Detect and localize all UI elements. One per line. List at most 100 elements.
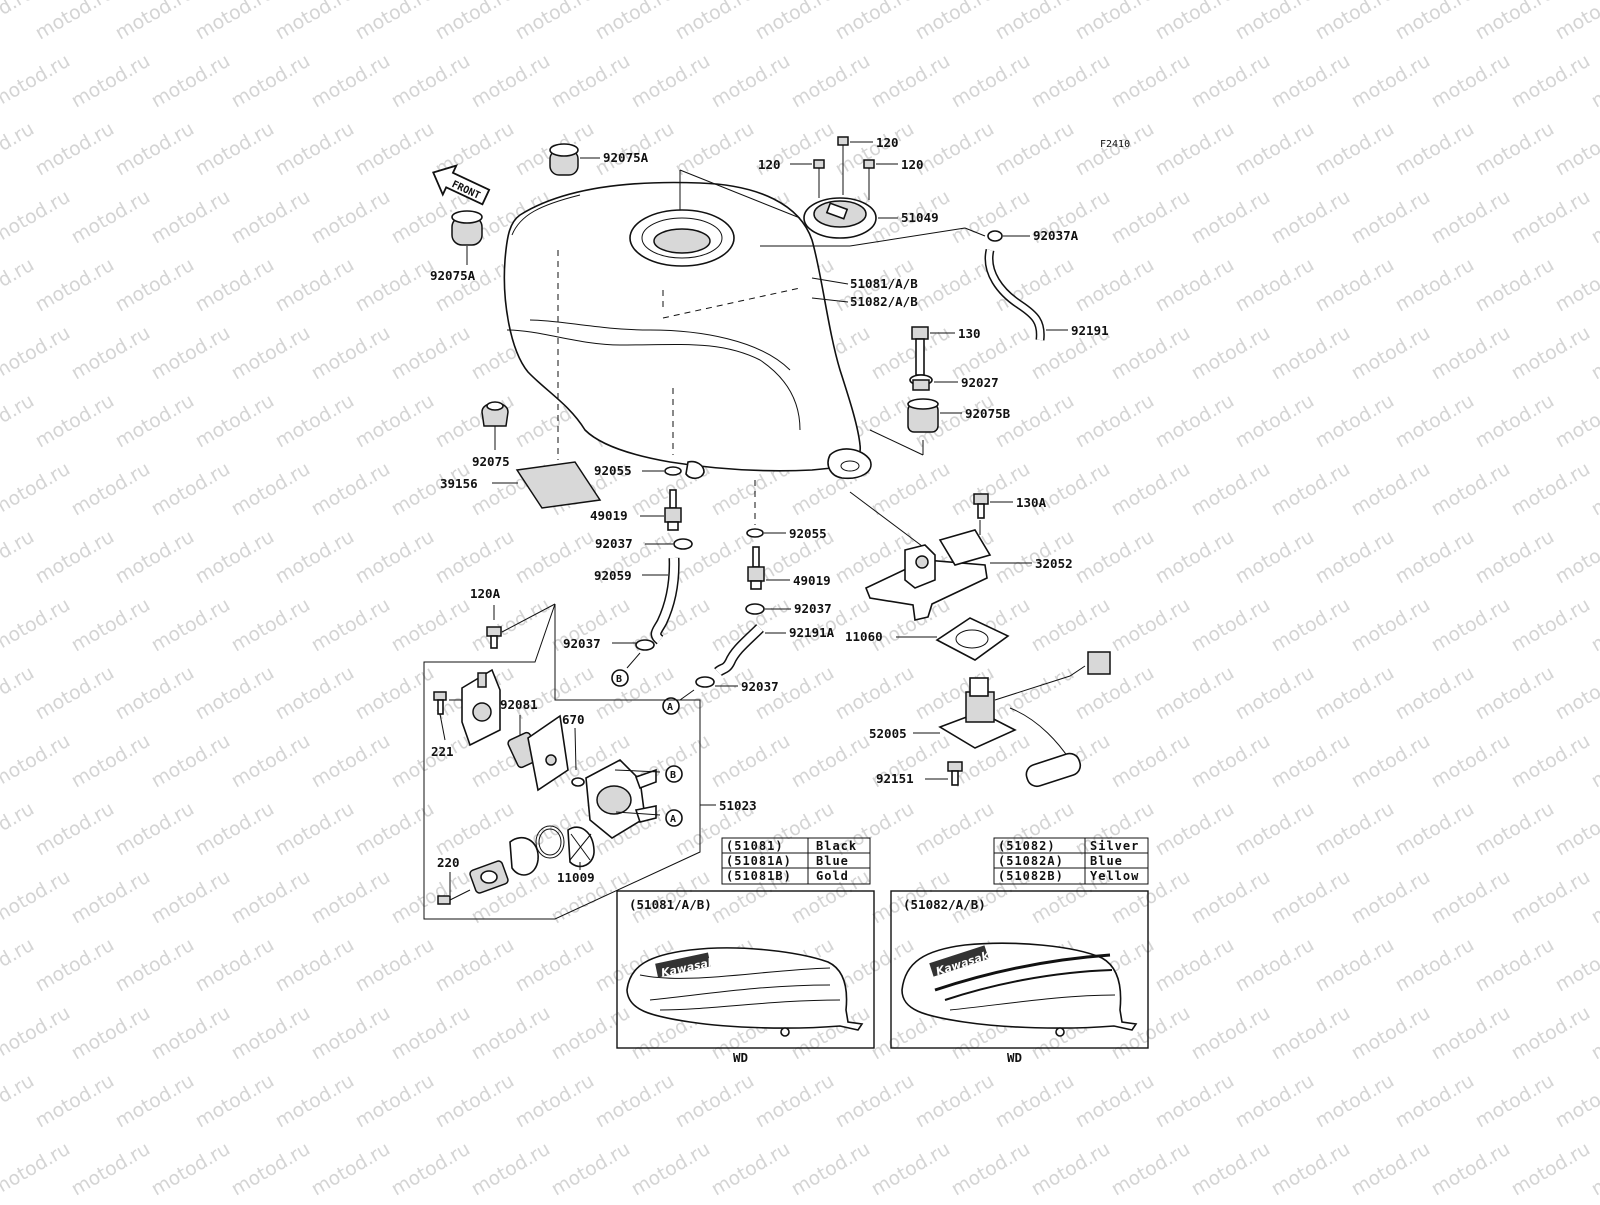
table-color: Blue [1090, 854, 1123, 868]
watermark-text: motod.ru [1428, 458, 1514, 521]
label-92059: 92059 [594, 568, 632, 583]
watermark-text: motod.ru [1232, 934, 1318, 997]
watermark-text: motod.ru [1508, 322, 1594, 385]
label-39156: 39156 [440, 476, 478, 491]
watermark-text: motod.ru [192, 1070, 278, 1133]
label-221: 221 [431, 744, 454, 759]
table-color: Gold [816, 869, 849, 883]
watermark-text: motod.ru [192, 798, 278, 861]
watermark-text: motod.ru [1108, 186, 1194, 249]
svg-text:B: B [670, 770, 676, 781]
watermark-text: motod.ru [1312, 662, 1398, 725]
table-color: Silver [1090, 839, 1139, 853]
watermark-text: motod.ru [548, 50, 634, 113]
watermark-text: motod.ru [1428, 186, 1514, 249]
watermark-text: motod.ru [68, 730, 154, 793]
watermark-text: motod.ru [228, 1002, 314, 1065]
watermark-text: motod.ru [1348, 1138, 1434, 1200]
watermark-text: motod.ru [1028, 458, 1114, 521]
watermark-text: motod.ru [1188, 1002, 1274, 1065]
watermark-text: motod.ru [352, 118, 438, 181]
watermark-text: motod.ru [68, 866, 154, 929]
watermark-text: motod.ru [68, 1002, 154, 1065]
watermark-text: motod.ru [352, 662, 438, 725]
watermark-text: motod.ru [468, 1002, 554, 1065]
watermark-text: motod.ru [1428, 322, 1514, 385]
watermark-text: motod.ru [1508, 594, 1594, 657]
watermark-text: motod.ru [1312, 254, 1398, 317]
label-92075A: 92075A [430, 268, 476, 283]
watermark-text: motod.ru [708, 1138, 794, 1200]
label-52005: 52005 [869, 726, 907, 741]
label-92191A: 92191A [789, 625, 835, 640]
watermark-text: motod.ru [1508, 458, 1594, 521]
watermark-text: motod.ru [1152, 254, 1238, 317]
watermark-text: motod.ru [352, 1070, 438, 1133]
watermark-text: motod.ru [1392, 254, 1478, 317]
watermark-text: motod.ru [868, 322, 954, 385]
watermark-text: motod.ru [0, 730, 74, 793]
watermark-text: motod.ru [148, 186, 234, 249]
watermark-text: motod.ru [868, 1138, 954, 1200]
watermark-text: motod.ru [1108, 50, 1194, 113]
watermark-text: motod.ru [1232, 526, 1318, 589]
watermark-text: motod.ru [0, 662, 38, 725]
label-130: 130 [958, 326, 981, 341]
watermark-text: motod.ru [1268, 322, 1354, 385]
watermark-text: motod.ru [1348, 458, 1434, 521]
watermark-text: motod.ru [0, 50, 74, 113]
watermark-text: motod.ru [1588, 866, 1600, 929]
watermark-text: motod.ru [272, 798, 358, 861]
variant-caption: WD [733, 1050, 748, 1065]
watermark-text: motod.ru [192, 254, 278, 317]
watermark-text: motod.ru [192, 662, 278, 725]
watermark-text: motod.ru [272, 254, 358, 317]
watermark-text: motod.ru [0, 1002, 74, 1065]
watermark-text: motod.ru [468, 1138, 554, 1200]
watermark-text: motod.ru [628, 1138, 714, 1200]
damper-92075A-top [550, 144, 600, 175]
watermark-text: motod.ru [148, 1002, 234, 1065]
watermark-text: motod.ru [352, 0, 438, 44]
watermark-text: motod.ru [112, 526, 198, 589]
watermark-text: motod.ru [512, 1070, 598, 1133]
watermark-text: motod.ru [352, 254, 438, 317]
label-670: 670 [562, 712, 585, 727]
watermark-text: motod.ru [352, 390, 438, 453]
watermark-text: motod.ru [228, 50, 314, 113]
watermark-text: motod.ru [992, 118, 1078, 181]
watermark-text: motod.ru [1428, 866, 1514, 929]
label-92037: 92037 [794, 601, 832, 616]
watermark-text: motod.ru [868, 458, 954, 521]
watermark-text: motod.ru [592, 118, 678, 181]
watermark-text: motod.ru [1552, 118, 1600, 181]
watermark-text: motod.ru [992, 0, 1078, 44]
watermark-text: motod.ru [1152, 662, 1238, 725]
watermark-text: motod.ru [1348, 730, 1434, 793]
watermark-text: motod.ru [1552, 662, 1600, 725]
watermark-text: motod.ru [68, 186, 154, 249]
watermark-text: motod.ru [1508, 730, 1594, 793]
ref-marker-a: A [666, 810, 682, 826]
watermark-text: motod.ru [672, 0, 758, 44]
watermark-text: motod.ru [272, 118, 358, 181]
watermark-text: motod.ru [0, 798, 38, 861]
collar-92027 [910, 375, 958, 390]
label-92055: 92055 [594, 463, 632, 478]
watermark-text: motod.ru [1072, 254, 1158, 317]
variant-caption: WD [1007, 1050, 1022, 1065]
watermark-text: motod.ru [1152, 1070, 1238, 1133]
watermark-text: motod.ru [32, 662, 118, 725]
label-11009: 11009 [557, 870, 595, 885]
watermark-text: motod.ru [1552, 798, 1600, 861]
watermark-text: motod.ru [1072, 1070, 1158, 1133]
watermark-text: motod.ru [32, 798, 118, 861]
watermark-text: motod.ru [1152, 390, 1238, 453]
watermark-text: motod.ru [0, 186, 74, 249]
watermark-text: motod.ru [352, 798, 438, 861]
watermark-text: motod.ru [0, 1070, 38, 1133]
watermark-text: motod.ru [1268, 50, 1354, 113]
watermark-text: motod.ru [912, 0, 998, 44]
watermark-text: motod.ru [1188, 186, 1274, 249]
watermark-text: motod.ru [1392, 390, 1478, 453]
